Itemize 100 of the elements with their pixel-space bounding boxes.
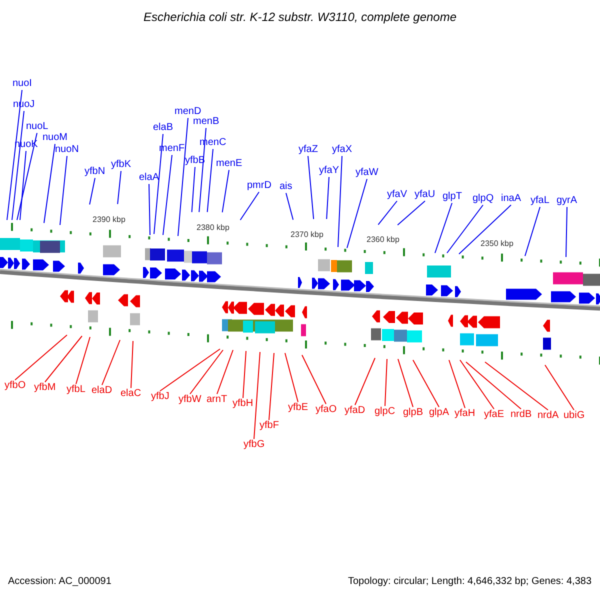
gene-label: yfaE [484,409,504,421]
leader-line [206,148,214,213]
gene-label: yfaO [316,404,337,416]
leader-line [397,200,426,226]
gene-label: nuoI [12,78,32,90]
scale-label: 2370 kbp [290,229,324,241]
leader-line [14,334,68,380]
gene-label: glpT [442,191,462,203]
leader-line [308,156,314,220]
leader-line [434,202,452,254]
leader-line [284,352,298,402]
gene-label: yfbL [66,384,86,396]
gene-label: menE [216,158,242,170]
leader-line [6,90,22,220]
leader-line [12,110,24,220]
gene-label: ubiG [564,410,585,422]
leader-line [76,336,90,384]
leader-line [378,200,398,226]
gene-label: menD [174,106,202,118]
scale-label: 2390 kbp [92,214,126,226]
gene-label: yfbN [84,166,106,178]
leader-line [222,170,230,213]
scale-label: 2380 kbp [196,222,230,234]
gene-label: glpQ [472,193,494,205]
leader-line [89,178,96,205]
leader-line [544,364,574,410]
leader-line [466,362,522,410]
leader-line [302,354,326,404]
leader-line [160,348,220,392]
leader-line [566,206,568,258]
scale-label: 2350 kbp [480,238,514,250]
leader-line [398,358,414,408]
accession-text: Accession: AC_000091 [8,576,112,588]
leader-line [60,156,68,226]
gene-label: arnT [206,394,228,406]
gene-label: yfbE [288,402,308,414]
leader-line [44,144,56,224]
leader-line [102,340,120,386]
gene-label: nuoM [42,132,68,144]
gene-label: yfbW [178,394,202,406]
leader-line [191,166,196,213]
gene-label: yfbH [232,398,254,410]
gene-label: pmrD [247,180,272,192]
leader-line [448,360,466,408]
leader-line [346,178,368,248]
leader-line [117,170,122,205]
leader-line [16,132,38,220]
gene-label: gyrA [556,195,578,207]
gene-label: yfaH [454,408,476,420]
gene-label: yfaX [332,144,352,156]
leader-line [178,118,188,236]
gene-label: nuoL [26,121,48,133]
gene-label: nuoN [55,144,79,156]
genome-summary-text: Topology: circular; Length: 4,646,332 bp; Genes: 4,383 [348,576,592,588]
leader-line [198,128,206,213]
leader-line [286,192,294,220]
gene-label: yfbG [244,439,265,451]
leader-line [338,156,342,248]
leader-line [162,154,172,236]
leader-line [326,176,330,220]
title: Escherichia coli str. K-12 substr. W3110, complete genome [142,11,458,23]
leader-line [384,358,388,406]
gene-label: yfbJ [151,391,170,403]
gene-label: inaA [501,193,522,205]
gene-label: yfbF [260,420,279,432]
gene-label: glpA [429,407,450,419]
leader-line [354,358,376,406]
gene-label: yfaL [530,195,550,207]
leader-line [460,360,494,410]
gene-label: yfaD [344,405,366,417]
leader-line [20,150,26,220]
leader-line [216,350,234,394]
leader-line [412,360,440,408]
gene-label: glpC [374,406,396,418]
gene-label: nrdA [538,410,559,422]
leader-line [242,350,246,398]
leader-line [240,192,260,220]
leader-line [148,184,150,236]
gene-label: yfaY [319,165,340,177]
gene-label: elaC [120,388,142,400]
leader-line [130,340,134,388]
leader-line [458,204,512,254]
gene-label: yfbK [111,159,132,171]
leader-line [484,362,548,410]
scale-label: 2360 kbp [366,234,400,246]
gene-label: yfaW [356,167,378,179]
gene-label: yfbM [34,382,56,394]
leader-line [154,134,164,234]
gene-label: glpB [403,407,424,419]
gene-label: nrdB [510,409,532,421]
leader-line [190,350,224,394]
gene-label: elaD [92,385,112,397]
leader-line [44,336,82,382]
gene-label: menB [193,116,220,128]
gene-label: yfaU [414,189,436,201]
gene-label: elaA [139,172,160,184]
gene-label: yfaZ [298,144,318,156]
gene-label: elaB [153,122,174,134]
leader-line [524,206,540,256]
leader-line [268,352,274,420]
